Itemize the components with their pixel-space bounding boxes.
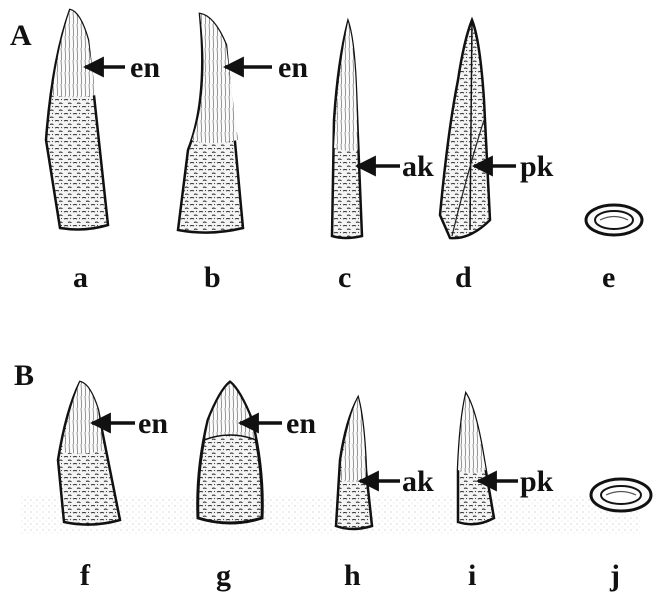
panel-label-a: A — [10, 19, 32, 52]
annotation-pk-i: pk — [520, 465, 554, 498]
tooth-a — [46, 10, 108, 229]
view-label-e: e — [602, 261, 615, 294]
tooth-c — [332, 22, 362, 238]
view-label-c: c — [338, 261, 351, 294]
view-label-b: b — [204, 261, 221, 294]
view-label-f: f — [80, 559, 91, 592]
annotation-ak-h: ak — [402, 465, 434, 498]
view-label-h: h — [344, 559, 361, 592]
view-label-j: j — [609, 559, 620, 592]
annotation-en-g: en — [286, 407, 316, 440]
view-label-a: a — [73, 261, 88, 294]
view-label-g: g — [216, 559, 231, 592]
tooth-d — [440, 20, 490, 238]
annotation-en-b: en — [278, 51, 308, 84]
view-label-d: d — [455, 261, 472, 294]
tooth-i — [458, 394, 494, 524]
annotation-ak-c: ak — [402, 150, 434, 183]
view-label-i: i — [468, 559, 476, 592]
tooth-h — [336, 398, 372, 529]
annotation-en-f: en — [138, 407, 168, 440]
annotation-en-a: en — [130, 51, 160, 84]
tooth-f — [58, 382, 120, 525]
tooth-g — [198, 382, 263, 523]
annotation-pk-d: pk — [520, 150, 554, 183]
tooth-b — [178, 14, 243, 233]
tooth-j-section — [591, 479, 651, 511]
tooth-e-section — [586, 205, 642, 235]
panel-label-b: B — [14, 359, 34, 392]
